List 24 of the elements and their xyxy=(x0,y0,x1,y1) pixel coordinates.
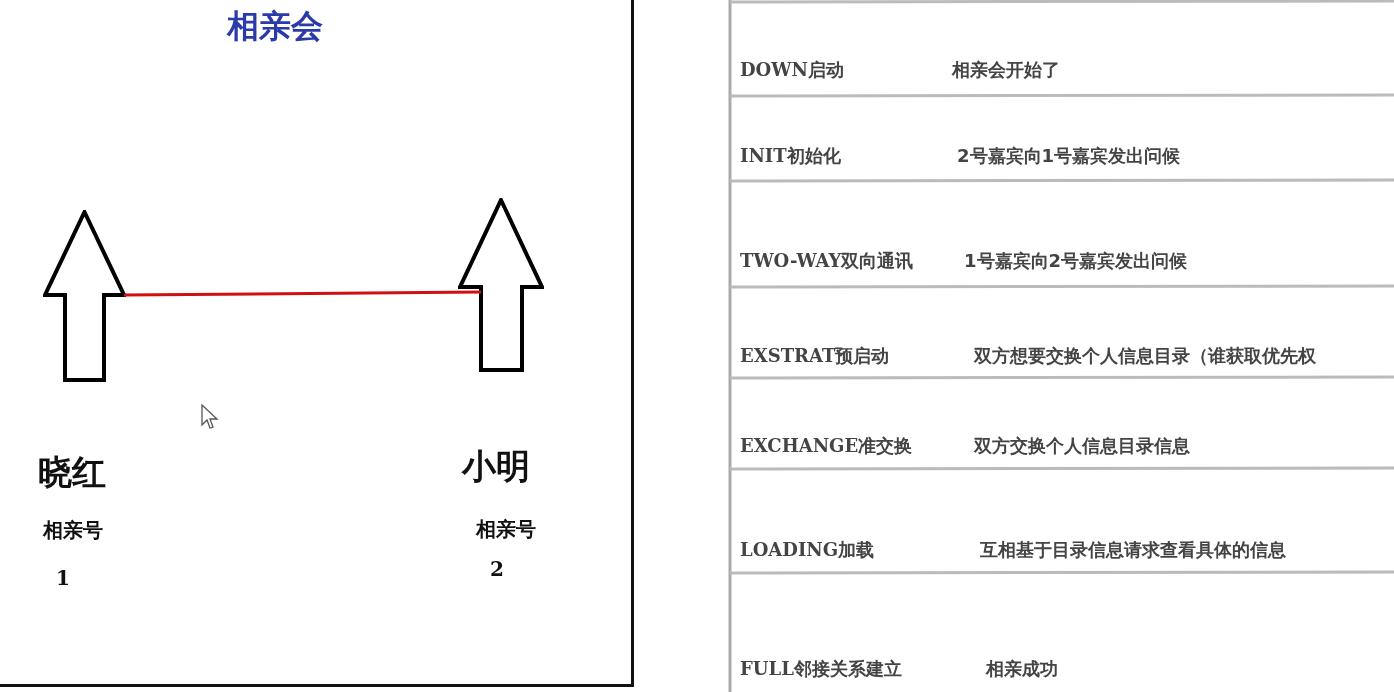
up-arrow-shape xyxy=(43,210,126,382)
state-name: INIT初始化 xyxy=(740,145,841,167)
number-label: 相亲号 xyxy=(474,516,537,542)
state-description: 2号嘉宾向1号嘉宾发出问候 xyxy=(957,145,1181,167)
state-description: 相亲成功 xyxy=(986,658,1058,680)
state-name: LOADING加载 xyxy=(740,539,875,561)
state-description: 双方交换个人信息目录信息 xyxy=(974,435,1190,457)
up-arrow-shape xyxy=(458,198,544,372)
connector-line xyxy=(124,290,481,297)
state-description: 双方想要交换个人信息目录（谁获取优先权 xyxy=(974,345,1316,367)
state-name: DOWN启动 xyxy=(740,59,844,81)
state-description: 1号嘉宾向2号嘉宾发出问候 xyxy=(964,250,1188,272)
number-label: 相亲号 xyxy=(41,517,104,543)
number-value: 2 xyxy=(489,556,505,582)
number-value: 1 xyxy=(55,565,71,591)
state-description: 互相基于目录信息请求查看具体的信息 xyxy=(980,539,1286,561)
state-name: EXSTRAT预启动 xyxy=(740,345,890,367)
state-description: 相亲会开始了 xyxy=(952,59,1060,81)
state-name: FULL邻接关系建立 xyxy=(740,658,902,680)
person-name: 小明 xyxy=(460,446,531,486)
person-name: 晓红 xyxy=(37,452,107,492)
title: 相亲会 xyxy=(225,6,324,46)
state-name: TWO-WAY双向通讯 xyxy=(740,250,914,272)
state-name: EXCHANGE准交换 xyxy=(740,435,913,457)
